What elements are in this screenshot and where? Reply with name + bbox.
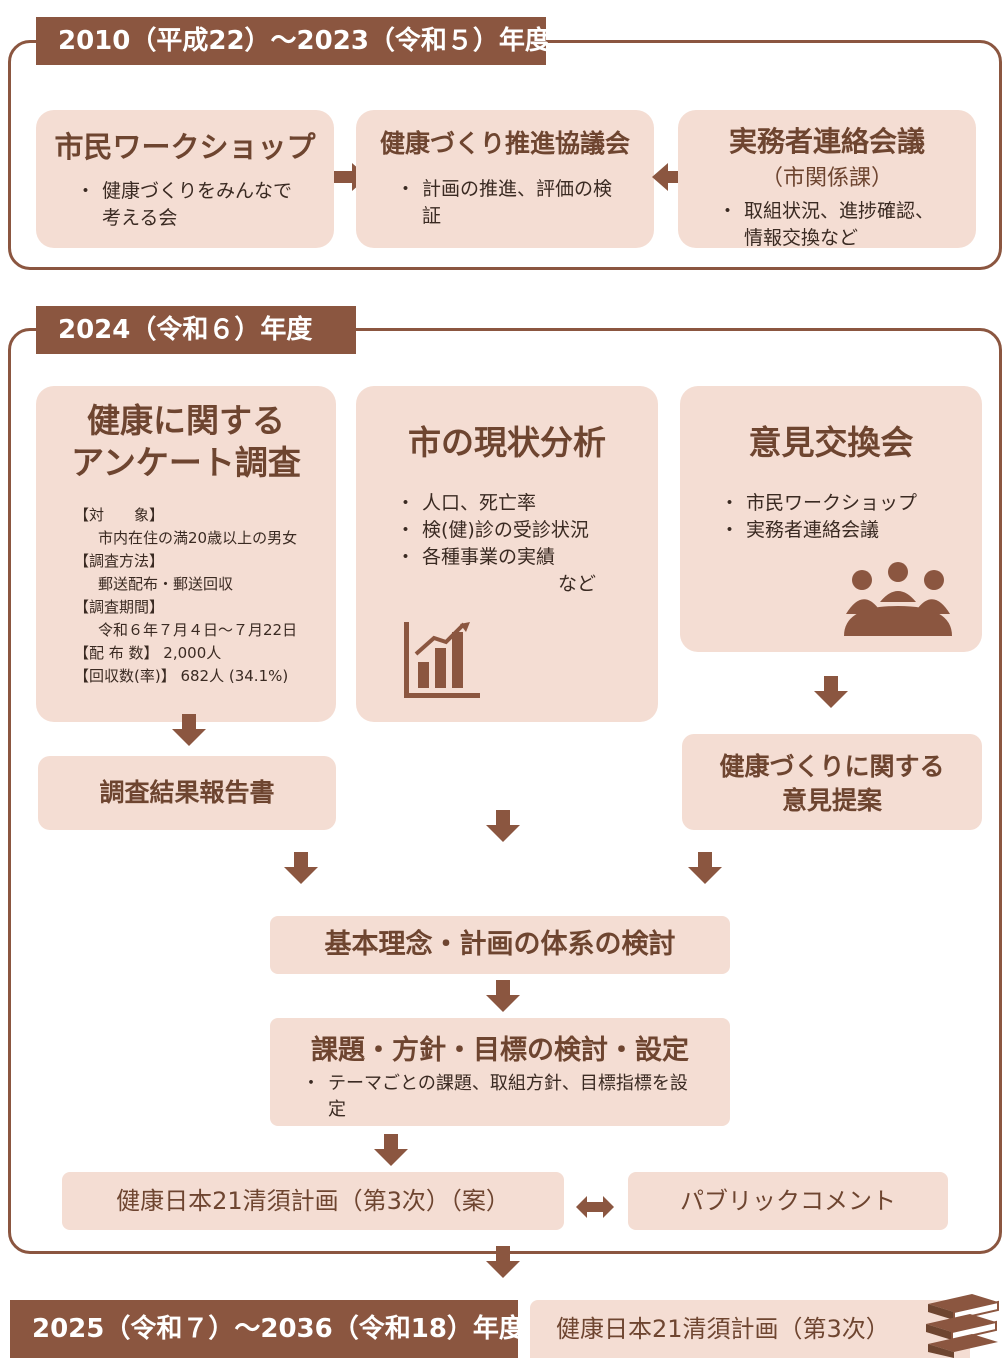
analysis-title: 市の現状分析 [408,423,606,462]
survey-title-line1: 健康に関する [87,401,285,440]
survey-box: 健康に関する アンケート調査 【対 象】 市内在住の満20歳以上の男女 【調査方… [36,386,336,722]
arrow-down-icon [486,1246,520,1278]
survey-target-label: 【対 象】 [74,506,165,524]
philosophy-title: 基本理念・計画の体系の検討 [324,929,676,960]
council-list: 計画の推進、評価の検証 [396,176,624,230]
arrow-down-icon [688,852,722,884]
list-item: 計画の推進、評価の検証 [396,176,624,230]
workshop-list: 健康づくりをみんなで考える会 [76,178,304,232]
issues-box: 課題・方針・目標の検討・設定 テーマごとの課題、取組方針、目標指標を設定 [270,1018,730,1126]
proposal-box: 健康づくりに関する 意見提案 [682,734,982,830]
list-item: 市民ワークショップ [720,490,962,517]
arrow-down-icon [486,980,520,1012]
report-box: 調査結果報告書 [38,756,336,830]
meeting-people-icon [844,562,952,636]
survey-target-value: 市内在住の満20歳以上の男女 [98,529,298,547]
philosophy-box: 基本理念・計画の体系の検討 [270,916,730,974]
list-item: 実務者連絡会議 [720,517,962,544]
council-box: 健康づくり推進協議会 計画の推進、評価の検証 [356,110,654,248]
survey-details: 【対 象】 市内在住の満20歳以上の男女 【調査方法】 郵送配布・郵送回収 【調… [74,504,336,688]
list-item: 検(健)診の受診状況 [396,517,638,544]
analysis-list: 人口、死亡率 検(健)診の受診状況 各種事業の実績 [396,490,638,571]
survey-method-value: 郵送配布・郵送回収 [98,575,234,593]
arrow-down-icon [486,810,520,842]
liaison-title: 実務者連絡会議 [728,125,925,158]
list-item: 健康づくりをみんなで考える会 [76,178,304,232]
report-title: 調査結果報告書 [99,778,275,807]
arrow-down-icon [814,676,848,708]
proposal-line2: 意見提案 [781,786,882,815]
plan-box: 健康日本21清須計画（第3次） [530,1300,970,1358]
draft-title: 健康日本21清須計画（第3次）（案） [116,1187,510,1215]
analysis-box: 市の現状分析 人口、死亡率 検(健)診の受診状況 各種事業の実績 など [356,386,658,722]
issues-title: 課題・方針・目標の検討・設定 [311,1035,689,1066]
survey-period-label: 【調査期間】 [74,598,165,616]
arrow-down-icon [284,852,318,884]
survey-collected: 【回収数(率)】 682人 (34.1%) [74,667,289,685]
public-comment-title: パブリックコメント [680,1187,896,1215]
proposal-line1: 健康づくりに関する [719,752,945,781]
period2-header: 2024（令和６）年度 [36,306,356,354]
council-title: 健康づくり推進協議会 [379,129,630,158]
period1-header: 2010（平成22）～2023（令和５）年度 [36,17,551,65]
list-item: 取組状況、進捗確認、情報交換など [718,198,946,252]
period3-header: 2025（令和７）～2036（令和18）年度 [10,1300,525,1358]
survey-distributed: 【配 布 数】 2,000人 [74,644,222,662]
public-comment-box: パブリックコメント [628,1172,948,1230]
exchange-list: 市民ワークショップ 実務者連絡会議 [720,490,962,544]
arrow-down-icon [172,714,206,746]
double-arrow-icon [576,1196,614,1218]
list-item: テーマごとの課題、取組方針、目標指標を設定 [302,1071,700,1123]
workshop-title: 市民ワークショップ [54,130,316,164]
workshop-box: 市民ワークショップ 健康づくりをみんなで考える会 [36,110,334,248]
bar-chart-icon [404,622,480,698]
analysis-suffix: など [558,573,597,595]
plan-title: 健康日本21清須計画（第3次） [556,1315,890,1343]
draft-box: 健康日本21清須計画（第3次）（案） [62,1172,564,1230]
liaison-subtitle: （市関係課） [760,166,893,191]
books-icon [926,1294,999,1358]
issues-list: テーマごとの課題、取組方針、目標指標を設定 [302,1071,700,1123]
liaison-box: 実務者連絡会議 （市関係課） 取組状況、進捗確認、情報交換など [678,110,976,249]
exchange-box: 意見交換会 市民ワークショップ 実務者連絡会議 [680,386,982,652]
survey-title-line2: アンケート調査 [71,443,301,482]
exchange-title: 意見交換会 [748,423,914,462]
liaison-list: 取組状況、進捗確認、情報交換など [718,198,946,252]
arrow-down-icon [374,1134,408,1166]
list-item: 各種事業の実績 [396,544,638,571]
survey-method-label: 【調査方法】 [74,552,165,570]
arrow-left-icon [652,163,686,191]
survey-period-value: 令和６年７月４日～７月22日 [98,621,298,639]
list-item: 人口、死亡率 [396,490,638,517]
